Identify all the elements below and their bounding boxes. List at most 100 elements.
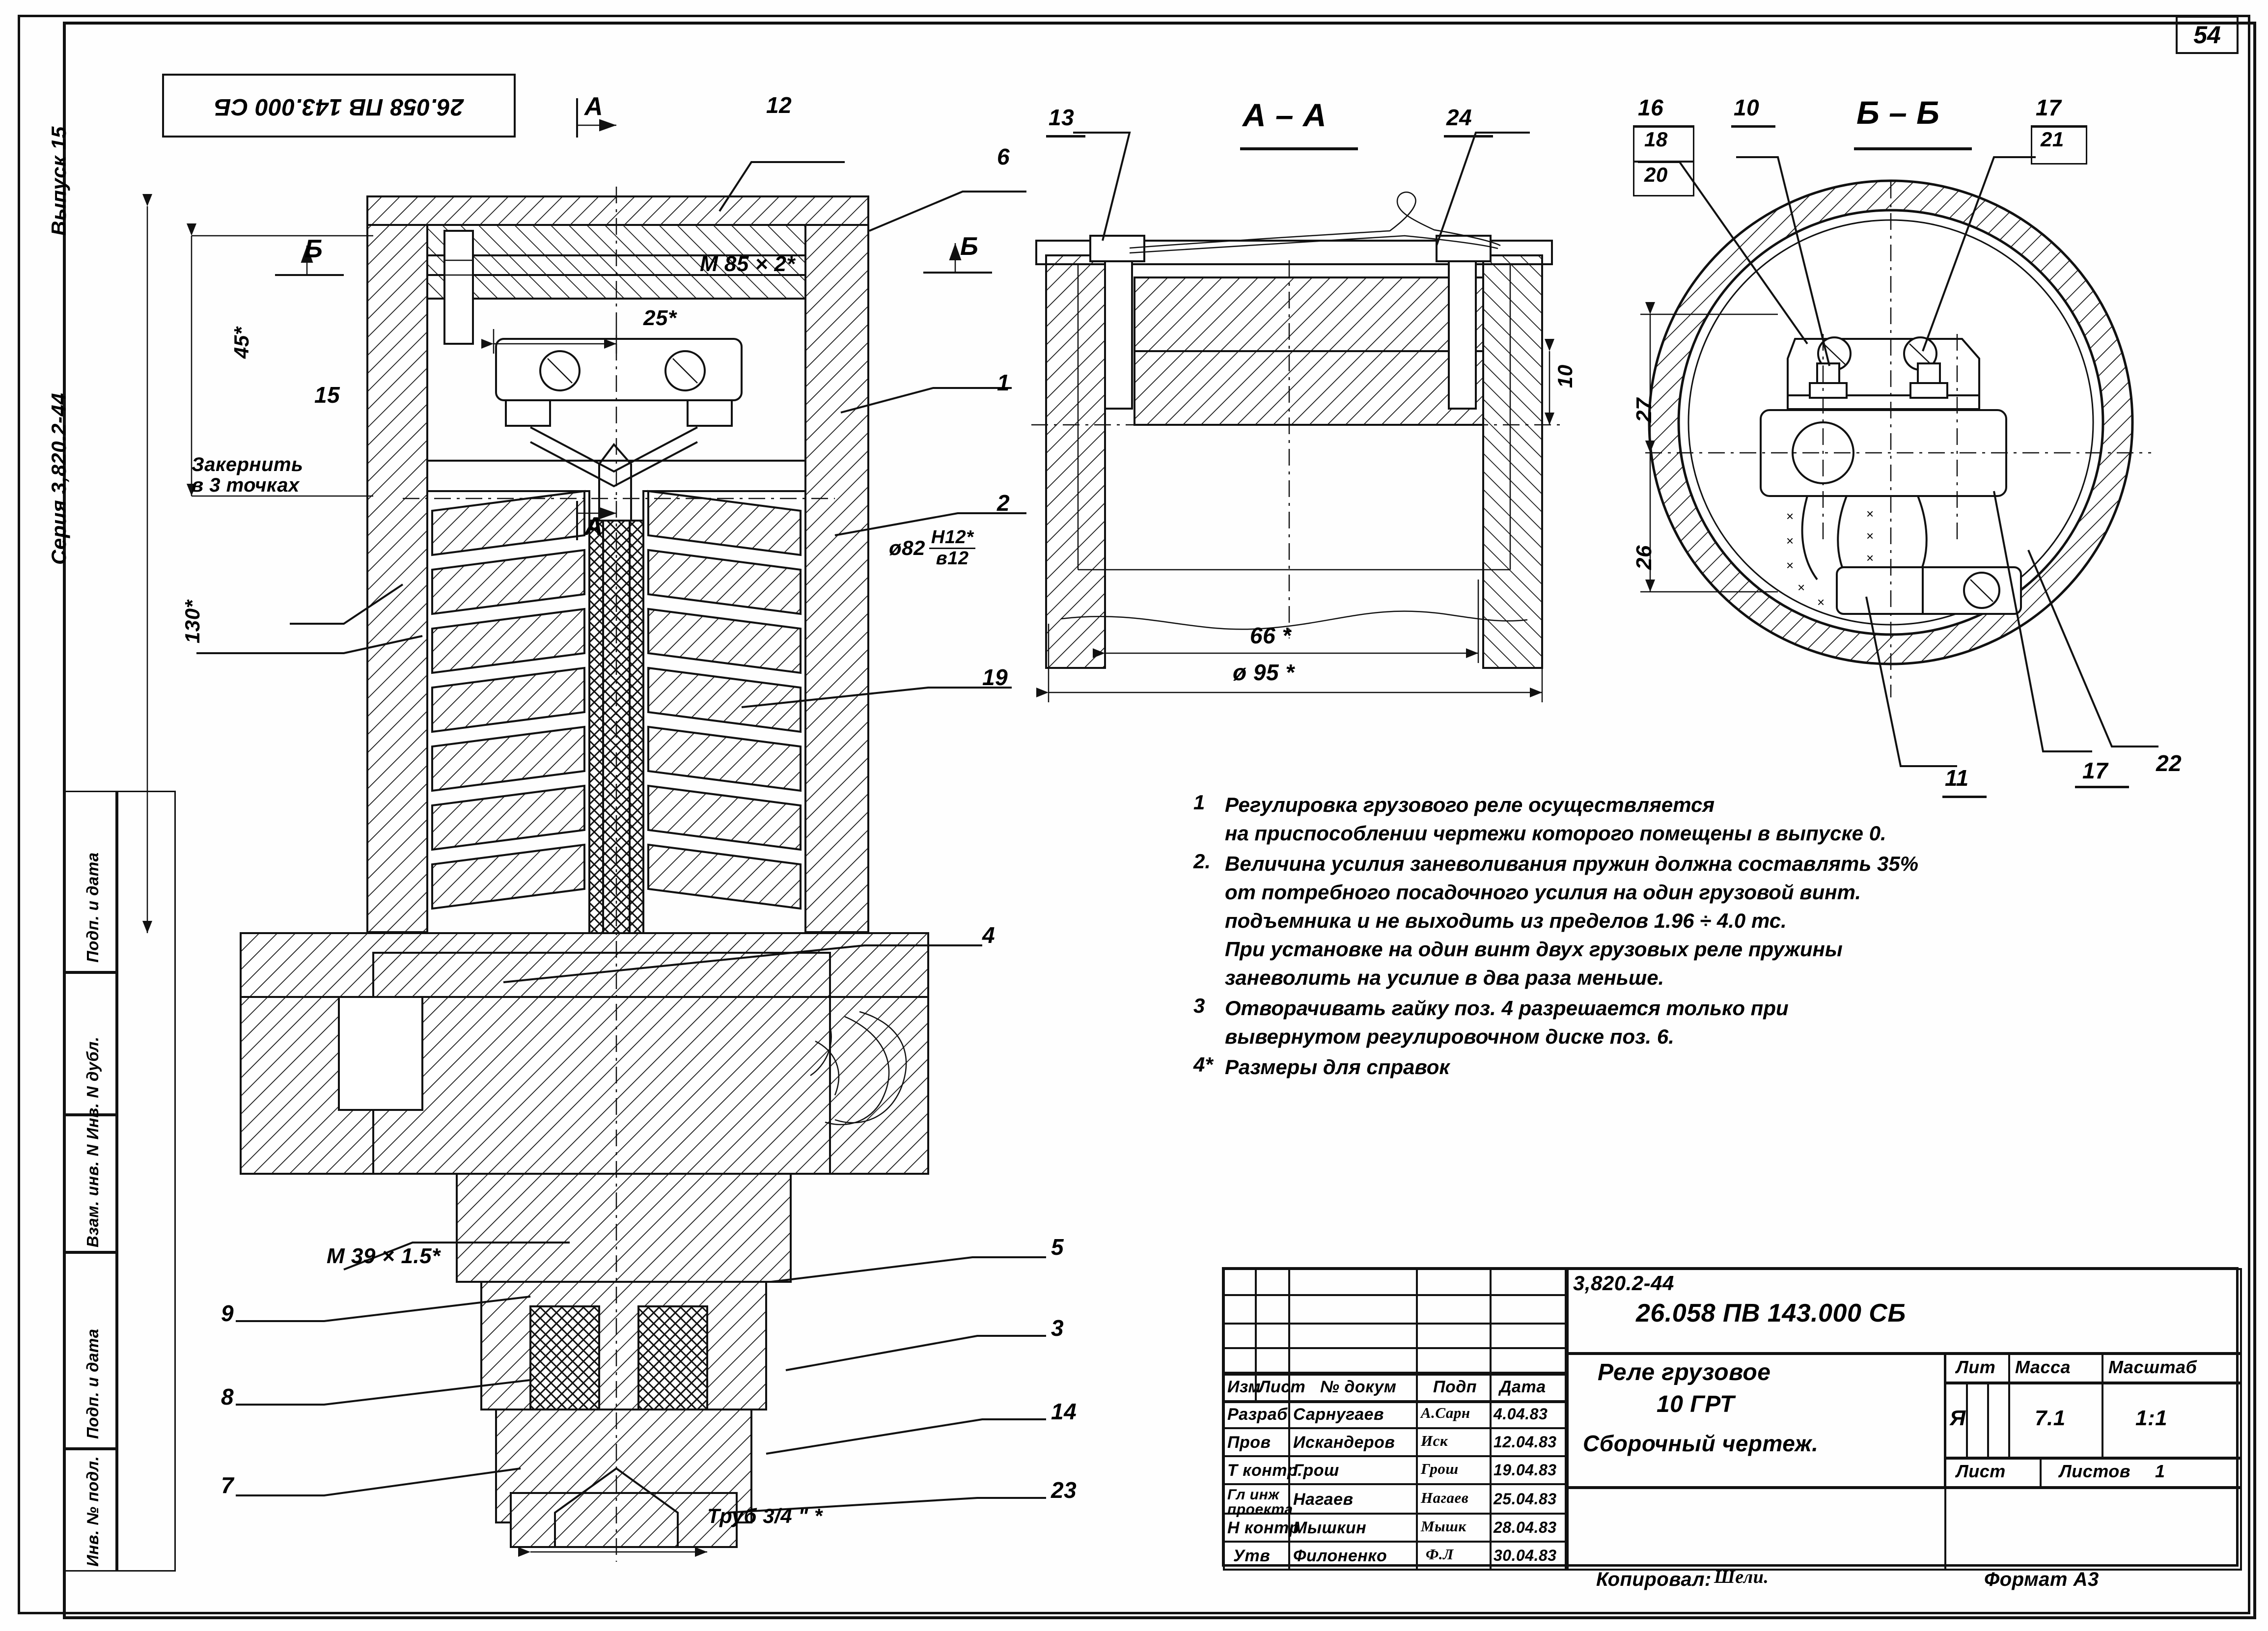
left-margin-label-0: Подп. и дата [83, 852, 102, 963]
sig-col-3 [1490, 1401, 1492, 1571]
view-bb-dimension-27: 27 [1632, 398, 1656, 422]
row-date: 25.04.83 [1494, 1490, 1557, 1508]
fit-tolerance-group: ø82 H12* в12 [889, 527, 976, 569]
left-margin-cell-2 [63, 972, 117, 1115]
view-bb-callout-16-underline [1633, 125, 1694, 128]
callout-23: 23 [1051, 1477, 1077, 1503]
main-view-leaders [196, 161, 1046, 1514]
lms-col-1 [2008, 1353, 2010, 1459]
revision-grid [1223, 1268, 1567, 1374]
note-number: 3 [1193, 994, 1205, 1017]
section-mark-b-left: Б [304, 235, 323, 263]
view-bb-callout-22: 22 [2156, 750, 2182, 776]
callout-12: 12 [766, 92, 792, 118]
header-masshtab: Масштаб [2108, 1357, 2197, 1377]
view-bb-callout-18: 18 [1644, 128, 1668, 151]
dimension-130: 130* [181, 600, 204, 643]
sheet-inner-border [63, 22, 2256, 1619]
value-listov: 1 [2155, 1461, 2165, 1481]
callout-2: 2 [997, 490, 1010, 516]
left-margin-cell-4 [63, 1252, 117, 1449]
view-bb-callout-20: 20 [1644, 163, 1668, 186]
view-bb-title-underline [1854, 147, 1972, 150]
view-bb-callout-17-underline [2031, 125, 2087, 128]
note-line: на приспособлении чертежи которого помещ… [1225, 821, 1886, 845]
callout-6: 6 [997, 144, 1010, 169]
product-line-2: 10 ГРТ [1657, 1391, 1735, 1417]
view-bb-callout-11: 11 [1945, 765, 1969, 791]
row-name: Грош [1293, 1461, 1339, 1480]
view-bb-callout-21: 21 [2041, 128, 2064, 151]
notes-block: 1 Регулировка грузового реле осуществляе… [1193, 791, 2028, 1081]
callout-3: 3 [1051, 1315, 1064, 1341]
hdr-col-4 [1490, 1374, 1492, 1402]
row-name: Искандеров [1293, 1433, 1395, 1452]
page-number: 54 [2193, 21, 2221, 49]
view-bb-dimensions [1640, 302, 1778, 593]
section-mark-b-right: Б [960, 232, 979, 261]
note-number: 2. [1193, 849, 1211, 873]
svg-text:×: × [1817, 595, 1825, 609]
main-view-geometry [240, 187, 929, 1562]
hdr-col-2 [1288, 1374, 1290, 1402]
sheet-outer-border [18, 15, 2250, 1614]
top-designation-text: 26.058 ПВ 143.000 СБ [214, 94, 464, 120]
left-margin-col-right [117, 791, 176, 1572]
note-line: Величина усилия заневоливания пружин дол… [1225, 852, 1919, 875]
callout-19: 19 [982, 664, 1008, 690]
dimension-45: 45* [230, 327, 253, 359]
section-marks [275, 98, 992, 540]
title-block: Изм Лист № докум Подп Дата Разраб Сарнуг… [1222, 1267, 2242, 1571]
hdr-col-3 [1416, 1374, 1418, 1402]
note-item: 1 Регулировка грузового реле осуществляе… [1193, 791, 2028, 848]
table-row: Н контр Мышкин Мышк 28.04.83 [1224, 1515, 1567, 1543]
lit-sub-1 [1966, 1382, 1968, 1459]
svg-text:×: × [1786, 533, 1794, 548]
view-bb-callout-11-underline [1942, 796, 1987, 798]
rev-row-1 [1224, 1294, 1567, 1296]
note-line: Размеры для справок [1225, 1055, 1450, 1078]
header-list: Лист [1259, 1378, 1306, 1396]
note-peen-text: Закернить в 3 точках [192, 454, 304, 496]
view-bb-dimension-26: 26 [1632, 545, 1656, 570]
row-role: Н контр [1227, 1519, 1300, 1537]
row-date: 4.04.83 [1494, 1405, 1548, 1423]
view-aa-callout-13-underline [1046, 135, 1085, 138]
row-sign: А.Сарн [1421, 1404, 1470, 1421]
page-number-box: 54 [2176, 16, 2239, 54]
row-sign: Иск [1421, 1432, 1448, 1449]
view-bb-callout-17b: 17 [2082, 758, 2108, 783]
left-margin-cell-1 [63, 791, 117, 972]
row-sign: Грош [1421, 1460, 1459, 1477]
dimension-thread-m85: M 85 × 2* [700, 252, 796, 276]
organization-area [1567, 1487, 2242, 1571]
callout-9: 9 [221, 1300, 234, 1326]
callout-8: 8 [221, 1384, 234, 1410]
row-name: Мышкин [1293, 1519, 1367, 1537]
sig-col-2 [1416, 1401, 1418, 1571]
list-col [2040, 1458, 2042, 1488]
rev-row-3 [1224, 1347, 1567, 1349]
left-margin-label-4: Подп. и дата [83, 1328, 102, 1439]
fit-upper: H12* [929, 527, 976, 549]
view-bb-geometry: × × × × × × × × × [1645, 179, 2151, 697]
signature-row-list: Разраб Сарнугаев А.Сарн 4.04.83 Пров Иск… [1224, 1401, 1567, 1571]
view-bb-callout-16: 16 [1638, 95, 1664, 120]
view-bb-title: Б – Б [1856, 94, 1940, 131]
note-line: подъемника и не выходить из пределов 1.9… [1225, 909, 1787, 932]
copied-by-label: Копировал: [1596, 1569, 1712, 1590]
table-row: Разраб Сарнугаев А.Сарн 4.04.83 [1224, 1401, 1567, 1429]
series-label: Серия 3,820.2-44 [47, 392, 70, 565]
view-aa-dimension-95: ø 95 * [1233, 660, 1295, 685]
view-aa-callout-24: 24 [1446, 105, 1472, 130]
row-date: 28.04.83 [1494, 1519, 1557, 1536]
header-ndocum: № докум [1320, 1378, 1397, 1396]
view-aa-title-underline [1240, 147, 1358, 150]
note-line: Отворачивать гайку поз. 4 разрешается то… [1225, 996, 1789, 1020]
row-role: Пров [1227, 1433, 1271, 1452]
row-date: 30.04.83 [1494, 1547, 1557, 1564]
note-number: 1 [1193, 791, 1205, 814]
table-row: Утв Филоненко Ф.Л 30.04.83 [1224, 1543, 1567, 1571]
section-mark-a-top: А [584, 92, 604, 121]
